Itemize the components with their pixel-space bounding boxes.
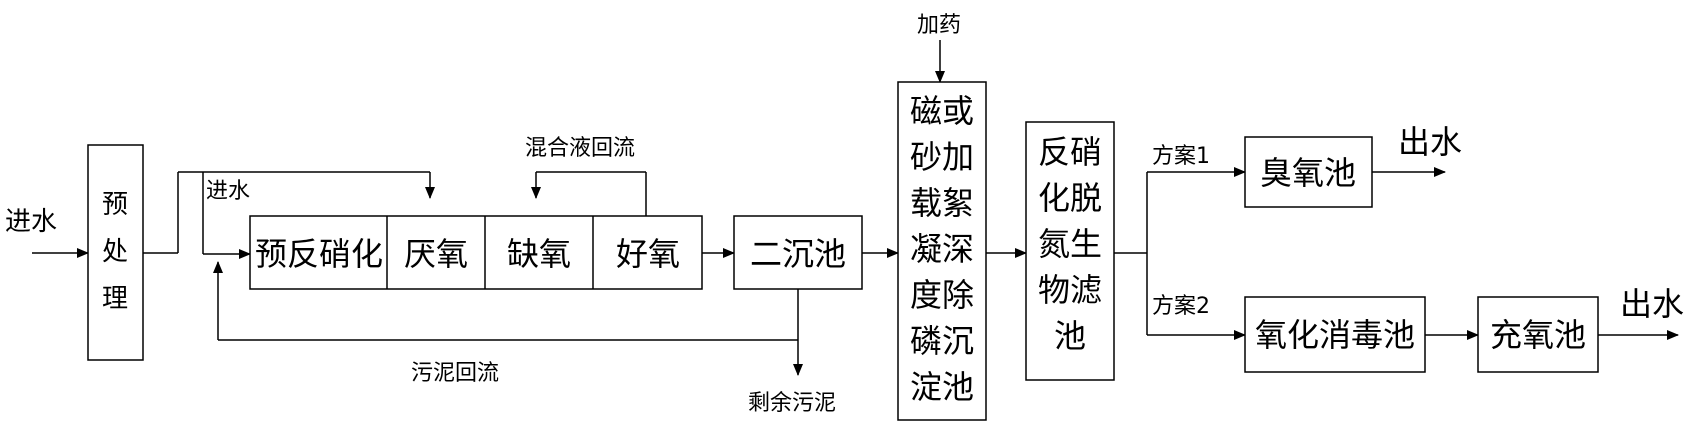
inflow-label: 进水 xyxy=(5,207,57,237)
filter-line-3: 氮生 xyxy=(1038,225,1102,263)
filter-line-2: 化脱 xyxy=(1038,179,1102,217)
magnetic-tank-line-3: 载絮 xyxy=(910,184,974,222)
filter-line-1: 反硝 xyxy=(1038,133,1102,171)
magnetic-tank-line-1: 磁或 xyxy=(910,92,974,130)
oxidation-tank-box xyxy=(1244,296,1426,373)
denitrification-filter-box xyxy=(1025,121,1115,381)
magnetic-tank-box xyxy=(897,81,987,421)
filter-line-5: 池 xyxy=(1054,317,1086,355)
pretreatment-char-1: 预 xyxy=(102,190,128,220)
outflow2-label: 出水 xyxy=(1620,285,1684,323)
unit-aerobic: 好氧 xyxy=(616,235,680,273)
unit-anoxic: 缺氧 xyxy=(507,235,571,273)
bypass-inflow-label: 进水 xyxy=(206,179,250,204)
mixed-liquor-return-label: 混合液回流 xyxy=(525,136,635,161)
pretreatment-char-3: 理 xyxy=(102,284,128,314)
unit-predenitrification: 预反硝化 xyxy=(255,235,383,273)
option2-label: 方案2 xyxy=(1152,294,1210,319)
filter-line-4: 物滤 xyxy=(1038,271,1102,309)
dosing-label: 加药 xyxy=(917,13,961,38)
oxidation-tank-label: 氧化消毒池 xyxy=(1255,316,1415,354)
aeration-tank-box xyxy=(1477,296,1599,373)
ozone-tank-label: 臭氧池 xyxy=(1260,154,1356,192)
outflow1-label: 出水 xyxy=(1398,123,1462,161)
pretreatment-char-2: 处 xyxy=(102,237,128,267)
secondary-clarifier-label: 二沉池 xyxy=(750,235,846,273)
magnetic-tank-line-4: 凝深 xyxy=(910,230,974,268)
magnetic-tank-line-2: 砂加 xyxy=(910,138,974,176)
magnetic-tank-line-5: 度除 xyxy=(910,276,974,314)
excess-sludge-label: 剩余污泥 xyxy=(748,391,836,416)
ozone-tank-box xyxy=(1244,136,1373,208)
magnetic-tank-line-7: 淀池 xyxy=(910,368,974,406)
unit-anaerobic: 厌氧 xyxy=(404,235,468,273)
option1-label: 方案1 xyxy=(1152,144,1210,169)
secondary-clarifier-box xyxy=(733,215,863,290)
magnetic-tank-line-6: 磷沉 xyxy=(910,322,974,360)
aeration-tank-label: 充氧池 xyxy=(1490,316,1586,354)
biological-tank-box xyxy=(249,215,703,290)
sludge-return-label: 污泥回流 xyxy=(411,361,499,386)
